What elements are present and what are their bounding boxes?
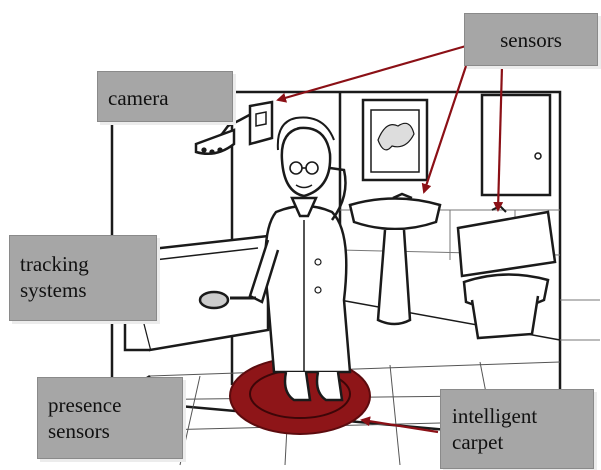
sensors-label-text: sensors [475,27,587,53]
camera-device [250,102,272,144]
carpet-line-1: intelligent [452,403,583,429]
wall-cabinet [482,95,550,195]
wall-picture [363,100,427,180]
arrow-to-sink-sensor [424,66,466,192]
presence-sensors-label: presence sensors [37,377,183,459]
carpet-line-2: carpet [452,429,583,455]
presence-line-1: presence [48,392,172,418]
intelligent-carpet-label: intelligent carpet [440,389,594,469]
camera-label: camera [97,71,233,122]
arrow-to-carpet [362,420,438,432]
sensors-label: sensors [464,13,598,66]
camera-label-text: camera [108,85,222,111]
presence-line-2: sensors [48,418,172,444]
toilet [458,206,555,338]
tracking-systems-label: tracking systems [9,235,157,321]
tracking-line-2: systems [20,277,146,303]
tracking-line-1: tracking [20,251,146,277]
